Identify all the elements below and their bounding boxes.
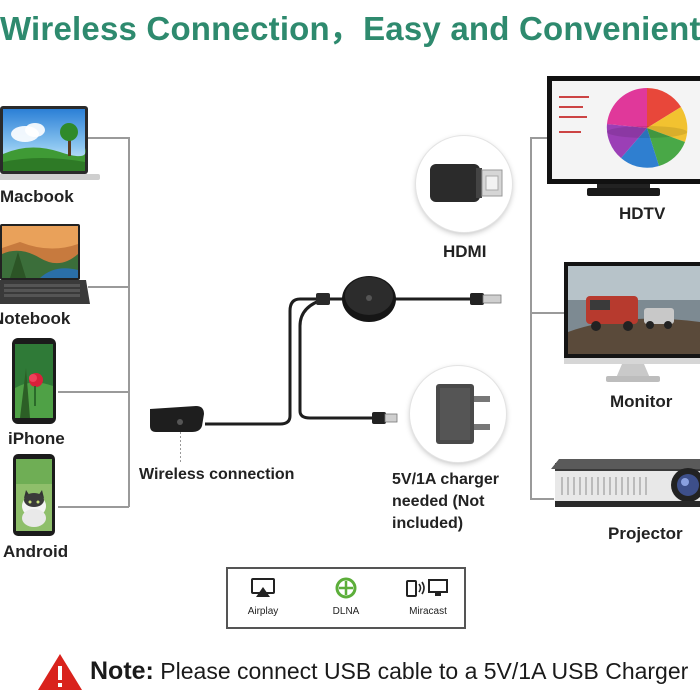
note-text: Please connect USB cable to a 5V/1A USB … (160, 658, 689, 684)
left-connector-macbook (88, 137, 129, 139)
android-image (13, 454, 55, 536)
wireless-dotted-line (180, 432, 181, 462)
airplay-label: Airplay (247, 606, 279, 617)
charger-circle (410, 366, 506, 462)
protocol-box: Airplay DLNA Miracast (226, 567, 466, 629)
miracast-label: Miracast (409, 606, 447, 617)
notebook-image (0, 224, 90, 304)
charger-label: 5V/1A charger needed (Not included) (392, 469, 499, 535)
dongle-diagram (150, 276, 502, 432)
right-connector-hdtv (530, 137, 550, 139)
left-bracket-vertical (128, 137, 130, 507)
charger-icon (436, 384, 490, 444)
warning-icon (38, 654, 82, 690)
hdtv-label: HDTV (619, 204, 666, 223)
wireless-label: Wireless connection (139, 466, 295, 483)
projector-label: Projector (608, 524, 683, 543)
protocol-miracast: Miracast (393, 577, 463, 617)
left-connector-android (58, 506, 129, 508)
macbook-image (0, 106, 100, 180)
hdmi-connector-icon (430, 164, 503, 202)
dlna-label: DLNA (332, 606, 360, 617)
monitor-image (564, 262, 700, 382)
charger-label-line1: 5V/1A charger (392, 471, 500, 488)
macbook-label: Macbook (0, 187, 74, 206)
left-connector-notebook (88, 286, 129, 288)
android-label: Android (3, 542, 69, 561)
notebook-label-text: Notebook (0, 309, 71, 328)
airplay-icon (251, 578, 275, 597)
right-bracket-vertical (530, 137, 532, 499)
charger-label-line3: included) (392, 515, 464, 532)
monitor-label: Monitor (610, 392, 673, 411)
protocol-dlna: DLNA (311, 577, 381, 617)
right-connector-monitor (530, 312, 566, 314)
hdmi-circle (416, 136, 512, 232)
iphone-image (12, 338, 56, 424)
page-title: Wireless Connection，Easy and Convenient (0, 10, 700, 47)
left-connector-iphone (58, 391, 129, 393)
iphone-label: iPhone (8, 429, 65, 448)
hdmi-label: HDMI (443, 242, 487, 261)
dlna-icon (335, 577, 357, 599)
projector-image (551, 459, 700, 507)
notebook-label: Notebook (0, 309, 70, 329)
right-connector-projector (530, 498, 554, 500)
note: Note: Please connect USB cable to a 5V/1… (90, 657, 688, 686)
hdtv-image (547, 76, 700, 196)
charger-label-line2: needed (Not (392, 493, 485, 510)
note-prefix: Note: (90, 657, 154, 685)
protocol-airplay: Airplay (228, 577, 298, 617)
miracast-icon (406, 579, 448, 597)
